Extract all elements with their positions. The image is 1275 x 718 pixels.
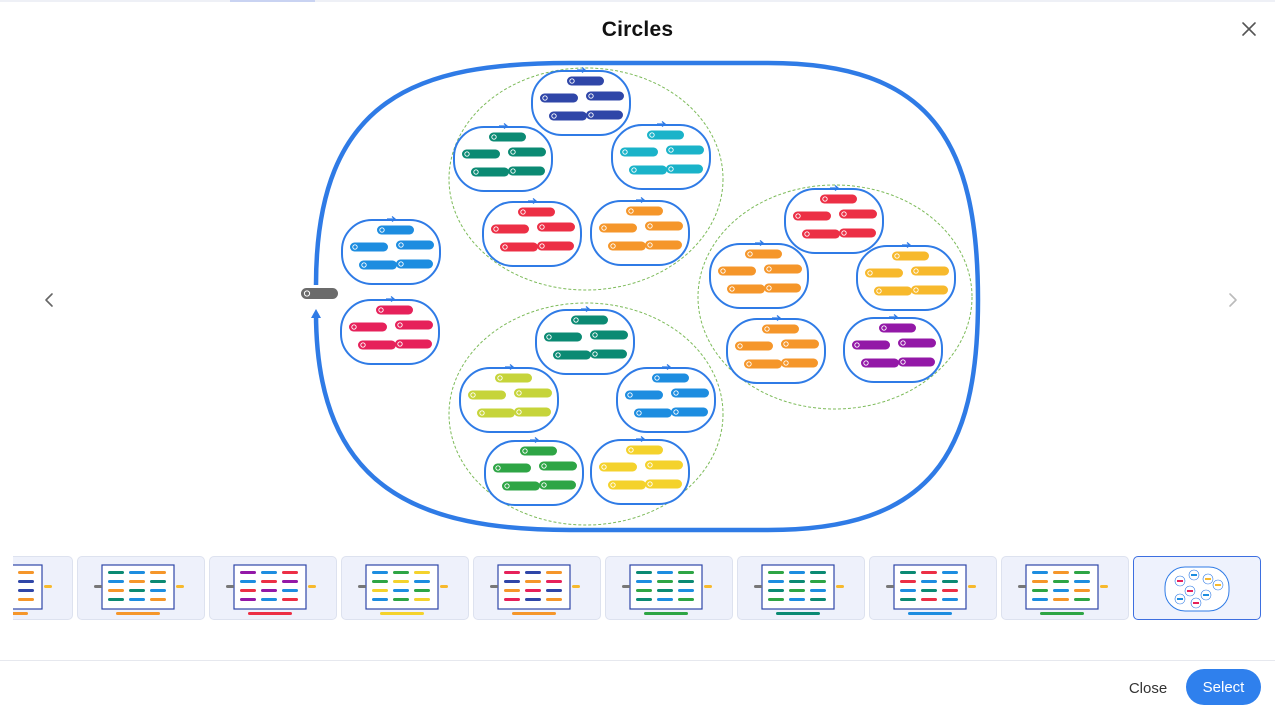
template-thumbnail[interactable] [473,556,601,620]
chevron-left-icon[interactable] [37,288,61,312]
circle-node [340,296,440,365]
circle-node [341,216,441,285]
circle-node [484,437,584,506]
template-thumbnail[interactable] [869,556,997,620]
close-button[interactable]: Close [1114,670,1182,706]
top-edge [0,0,1275,2]
footer-divider [0,660,1275,661]
circle-node [459,364,559,433]
close-icon[interactable] [1238,18,1260,40]
group-ellipse-2 [697,184,973,410]
template-strip[interactable] [13,556,1265,620]
template-thumbnail[interactable] [605,556,733,620]
template-thumbnail[interactable] [737,556,865,620]
circle-node [590,436,690,505]
circle-node [856,242,956,311]
dialog-title: Circles [601,18,674,41]
group-ellipse-3 [448,302,724,526]
group-ellipse-1 [448,67,724,291]
circle-node [709,240,809,309]
circles-mindmap [301,60,981,533]
chevron-right-icon[interactable] [1221,288,1245,312]
boundary-arrow [311,309,321,318]
template-thumbnail[interactable] [1133,556,1261,620]
circle-node [590,197,690,266]
circle-node [616,364,716,433]
circle-node [843,314,943,383]
circle-node [531,67,631,136]
circle-node [482,198,582,267]
template-thumbnail[interactable] [1001,556,1129,620]
circle-node [453,123,553,192]
circle-node [784,185,884,254]
circle-node [726,315,826,384]
circle-node [535,306,635,375]
template-thumbnail[interactable] [209,556,337,620]
template-thumbnail[interactable] [77,556,205,620]
template-thumbnail[interactable] [13,556,73,620]
root-node [301,288,338,299]
template-thumbnail[interactable] [341,556,469,620]
template-preview [296,56,986,538]
outer-boundary [313,60,981,533]
select-button[interactable]: Select [1186,669,1261,705]
circle-node [611,121,711,190]
